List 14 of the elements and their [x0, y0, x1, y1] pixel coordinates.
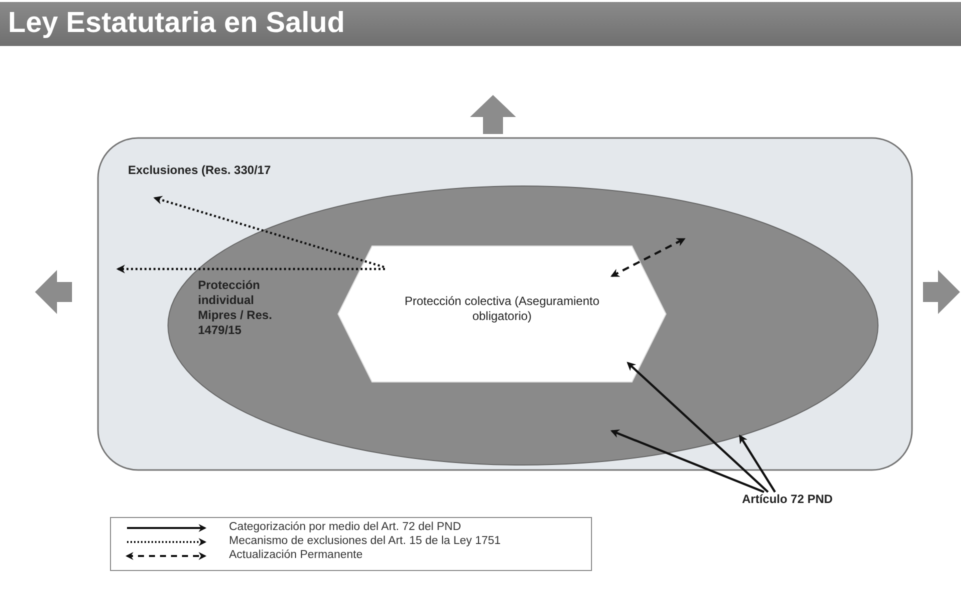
arrow — [626, 362, 769, 493]
title: Ley Estatutaria en Salud — [8, 7, 345, 40]
area-label: Protección colectiva (Aseguramiento obligatorio) — [404, 294, 600, 324]
arrow — [116, 264, 385, 274]
legend-label: Categorización por medio del Art. 72 del PND — [229, 521, 462, 533]
callout-label: Artículo 72 PND — [742, 492, 834, 507]
arrow — [610, 430, 764, 494]
arrow — [739, 434, 776, 493]
area-label: Exclusiones (Res. 330/17 — [128, 163, 272, 178]
legend-label: Mecanismo de exclusiones del Art. 15 de la Ley 1751 — [229, 535, 501, 547]
arrow — [610, 238, 686, 277]
area-label: Protección individual Mipres / Res. 1479/15 — [198, 278, 274, 338]
arrow — [153, 196, 384, 268]
legend-label: Actualización Permanente — [229, 549, 363, 561]
